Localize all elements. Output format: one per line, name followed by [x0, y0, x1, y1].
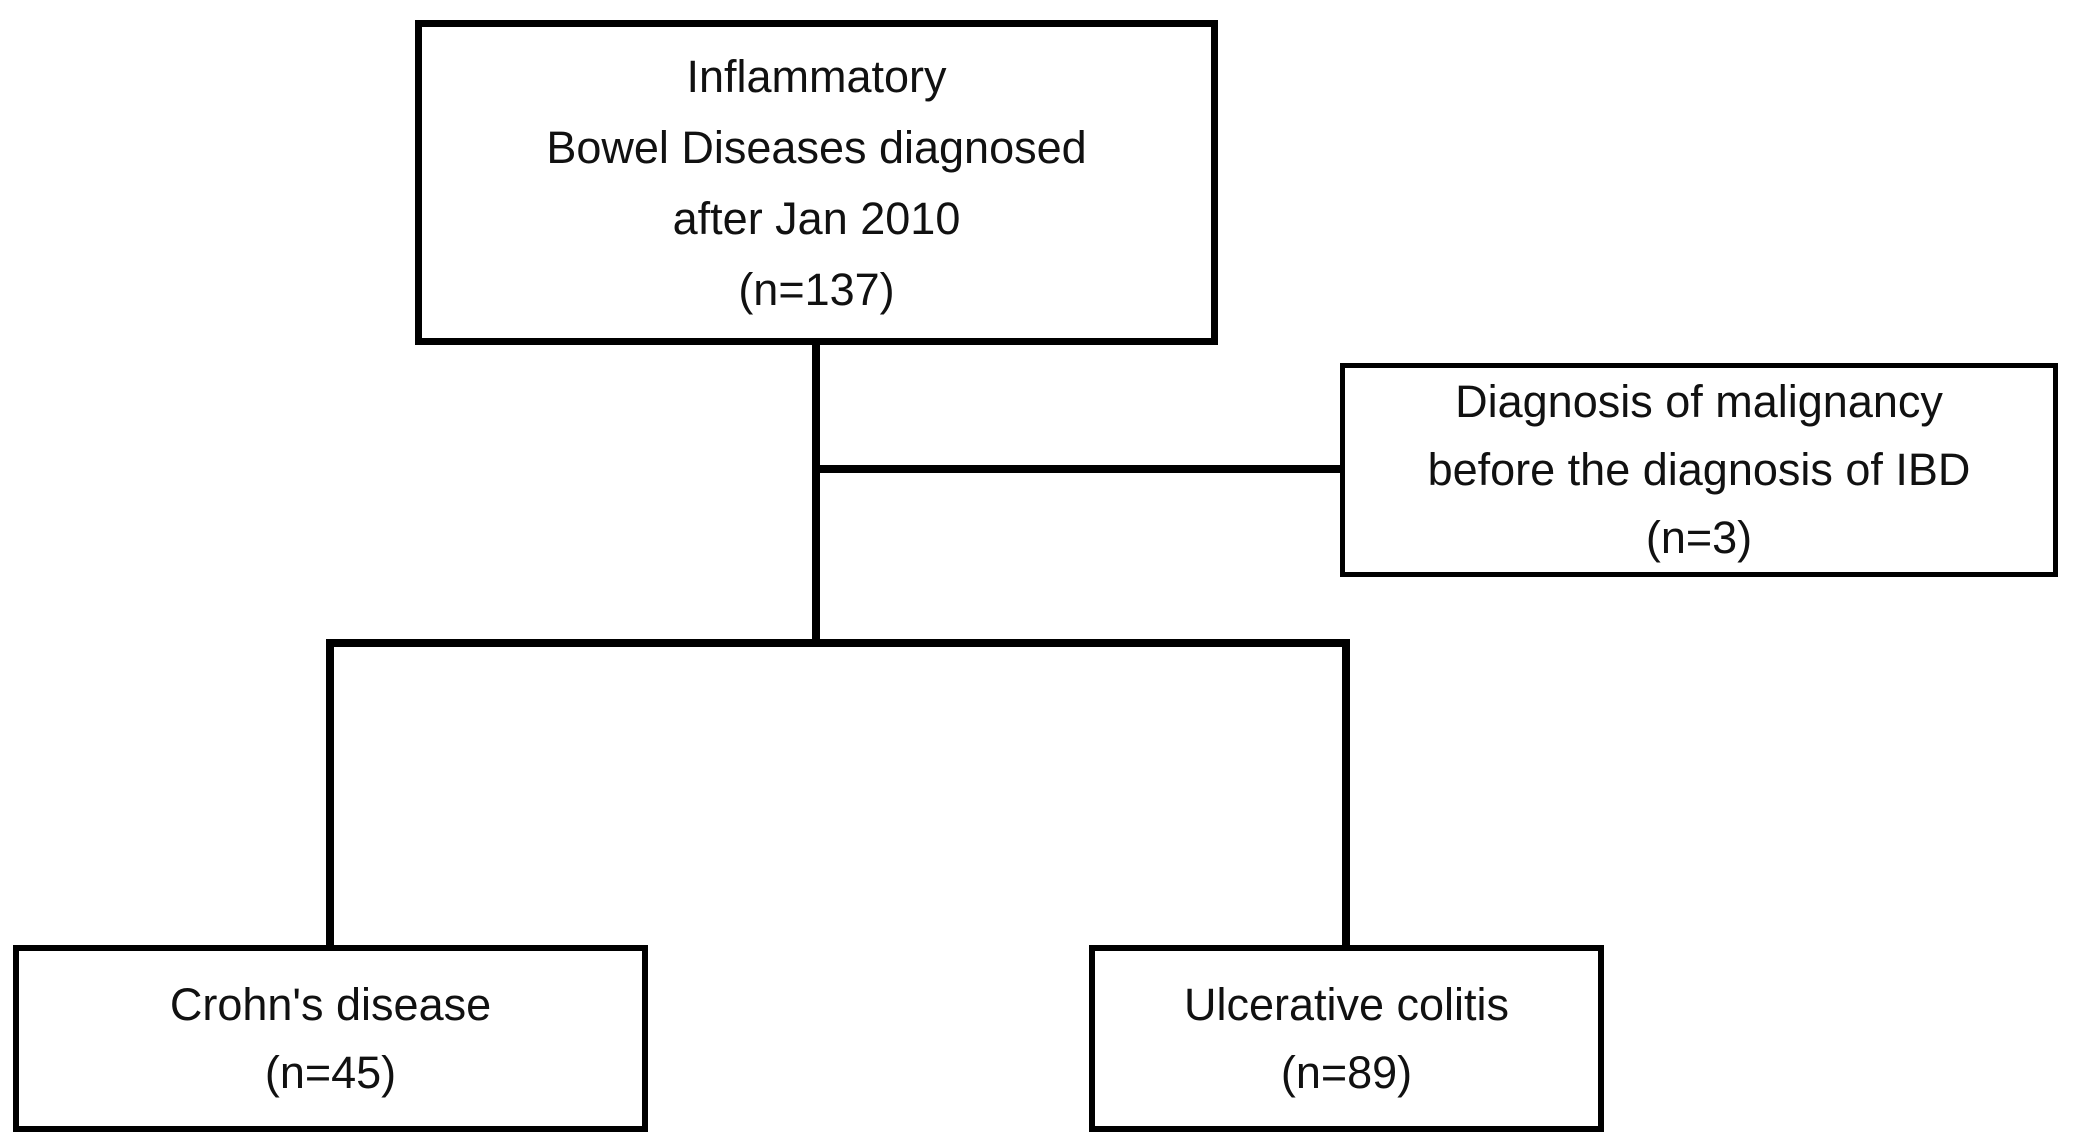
- connector-uc-drop: [1342, 639, 1350, 945]
- exclusion-node-line-2: before the diagnosis of IBD: [1427, 444, 1971, 495]
- uc-node-count: (n=89): [1280, 1046, 1413, 1098]
- uc-node-line-1: Ulcerative colitis: [1183, 978, 1510, 1030]
- exclusion-node-count: (n=3): [1645, 512, 1753, 563]
- root-node-line-3: after Jan 2010: [672, 192, 961, 244]
- connector-crohns-drop: [326, 639, 334, 945]
- crohns-node-line-1: Crohn's disease: [169, 978, 492, 1030]
- connector-split-bar: [326, 639, 1350, 647]
- connector-root-stem: [812, 345, 820, 647]
- connector-exclusion-branch: [816, 465, 1340, 473]
- exclusion-node: Diagnosis of malignancy before the diagn…: [1340, 363, 2058, 577]
- crohns-node: Crohn's disease (n=45): [13, 945, 648, 1132]
- root-node-line-1: Inflammatory: [686, 50, 947, 102]
- root-node: Inflammatory Bowel Diseases diagnosed af…: [415, 20, 1218, 345]
- uc-node: Ulcerative colitis (n=89): [1089, 945, 1604, 1132]
- root-node-count: (n=137): [738, 263, 895, 315]
- crohns-node-count: (n=45): [264, 1046, 397, 1098]
- exclusion-node-line-1: Diagnosis of malignancy: [1455, 376, 1943, 427]
- root-node-line-2: Bowel Diseases diagnosed: [546, 121, 1087, 173]
